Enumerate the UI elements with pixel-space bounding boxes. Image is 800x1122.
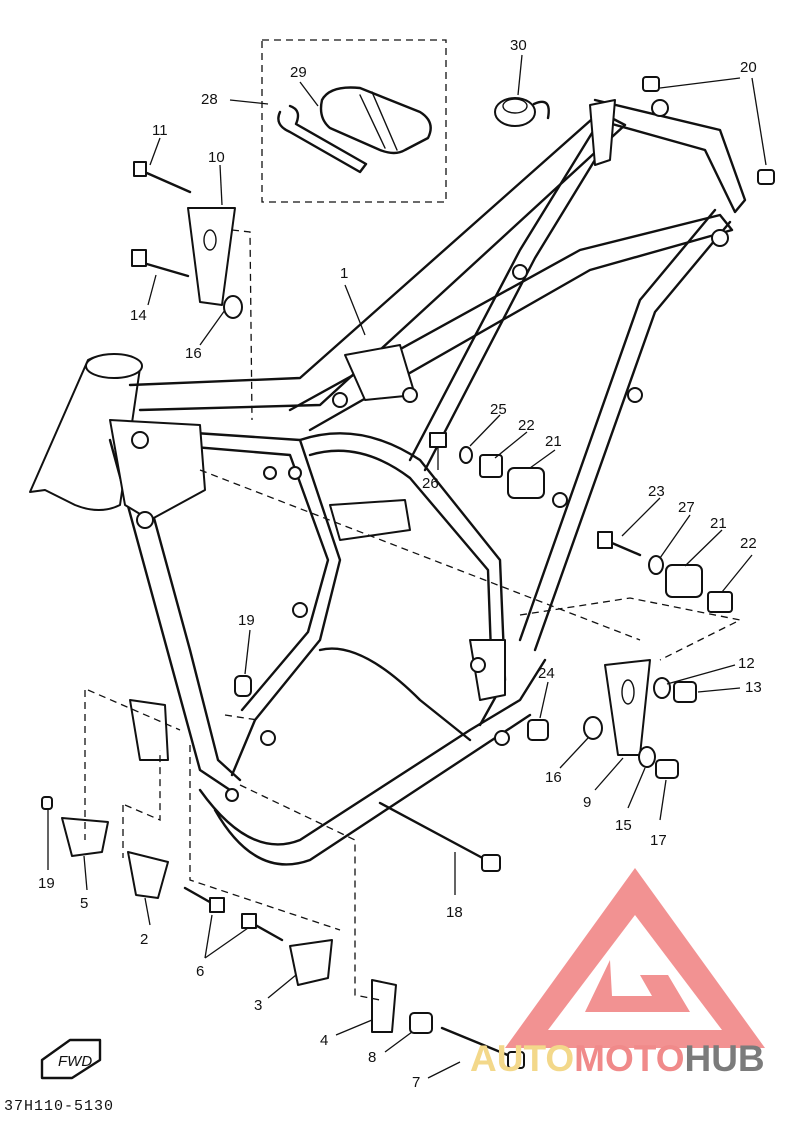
- tool-kit-box: [261, 39, 447, 203]
- callout-16a: 16: [185, 345, 202, 362]
- nut-13-icon: [673, 681, 697, 703]
- diagram-code: 37H110-5130: [4, 1098, 115, 1115]
- nut-20a-icon: [642, 76, 660, 92]
- bush-21b-icon: [665, 564, 703, 598]
- callout-22a: 22: [518, 417, 535, 434]
- callout-5: 5: [80, 895, 88, 912]
- bolt-26-icon: [429, 432, 447, 448]
- bolt-23-icon: [597, 531, 642, 557]
- bracket-2-icon: [127, 851, 169, 899]
- washer-12-icon: [653, 677, 671, 699]
- watermark-part3: HUB: [684, 1038, 765, 1079]
- bracket-3-icon: [289, 939, 333, 986]
- callout-22b: 22: [740, 535, 757, 552]
- bolt-18-icon: [378, 801, 501, 872]
- callout-24: 24: [538, 665, 555, 682]
- damper-icon: [494, 97, 550, 127]
- bolt-6a-icon: [183, 886, 225, 913]
- bracket-4-icon: [371, 979, 397, 1033]
- collar-22-icon: [479, 454, 503, 478]
- callout-7: 7: [412, 1074, 420, 1091]
- callout-28: 28: [201, 91, 218, 108]
- callout-2: 2: [140, 931, 148, 948]
- fwd-arrow-icon: FWD: [40, 1038, 102, 1080]
- main-frame: [29, 98, 747, 866]
- callout-4: 4: [320, 1032, 328, 1049]
- collar-8-icon: [409, 1012, 433, 1034]
- washer-27-icon: [648, 555, 664, 575]
- callout-14: 14: [130, 307, 147, 324]
- fwd-label: FWD: [58, 1053, 92, 1070]
- washer-15-icon: [638, 746, 656, 768]
- watermark-text: AUTOMOTOHUB: [470, 1038, 765, 1080]
- callout-8: 8: [368, 1049, 376, 1066]
- callout-23: 23: [648, 483, 665, 500]
- collar-22b-icon: [707, 591, 733, 613]
- callout-26a: 26: [422, 475, 439, 492]
- callout-11: 11: [152, 122, 168, 139]
- callout-20: 20: [740, 59, 757, 76]
- nut-20b-icon: [757, 169, 775, 185]
- callout-16b: 16: [545, 769, 562, 786]
- callout-17: 17: [650, 832, 667, 849]
- callout-21a: 21: [545, 433, 562, 450]
- callout-13: 13: [745, 679, 762, 696]
- callout-27: 27: [678, 499, 695, 516]
- callout-10: 10: [208, 149, 225, 166]
- callout-12: 12: [738, 655, 755, 672]
- callout-25: 25: [490, 401, 507, 418]
- callout-15: 15: [615, 817, 632, 834]
- bolt-11-icon: [133, 161, 192, 194]
- bracket-9-icon: [604, 659, 651, 756]
- washer-16-icon: [223, 295, 243, 319]
- tool-bag-icon: [319, 86, 432, 155]
- callout-3: 3: [254, 997, 262, 1014]
- grommet-19-icon: [234, 675, 252, 697]
- nut-17-icon: [655, 759, 679, 779]
- leader-lines: [47, 54, 767, 1079]
- callout-21b: 21: [710, 515, 727, 532]
- bolt-7-icon: [440, 1026, 525, 1069]
- watermark-part1: AUTO: [470, 1038, 575, 1079]
- callout-1: 1: [340, 265, 348, 282]
- nut-24-icon: [527, 719, 549, 741]
- watermark-logo-icon: [505, 868, 765, 1048]
- callout-19a: 19: [38, 875, 55, 892]
- spanner-icon: [277, 104, 368, 174]
- bolt-6b-icon: [241, 913, 284, 942]
- callout-labels: 1 2 3 4 5 6 7 8 9 10 11 12 13 14 15 16 1…: [38, 37, 762, 1091]
- washer-16b-icon: [583, 716, 603, 740]
- bracket-10-icon: [187, 207, 236, 306]
- callout-18: 18: [446, 904, 463, 921]
- callout-9: 9: [583, 794, 591, 811]
- callout-30: 30: [510, 37, 527, 54]
- bush-21-icon: [507, 467, 545, 499]
- callout-19b: 19: [238, 612, 255, 629]
- callout-6: 6: [196, 963, 204, 980]
- watermark-part2: MOTO: [574, 1038, 685, 1079]
- grommet-19b-icon: [41, 796, 53, 810]
- bolt-14-icon: [131, 249, 190, 278]
- callout-29: 29: [290, 64, 307, 81]
- washer-25-icon: [459, 446, 473, 464]
